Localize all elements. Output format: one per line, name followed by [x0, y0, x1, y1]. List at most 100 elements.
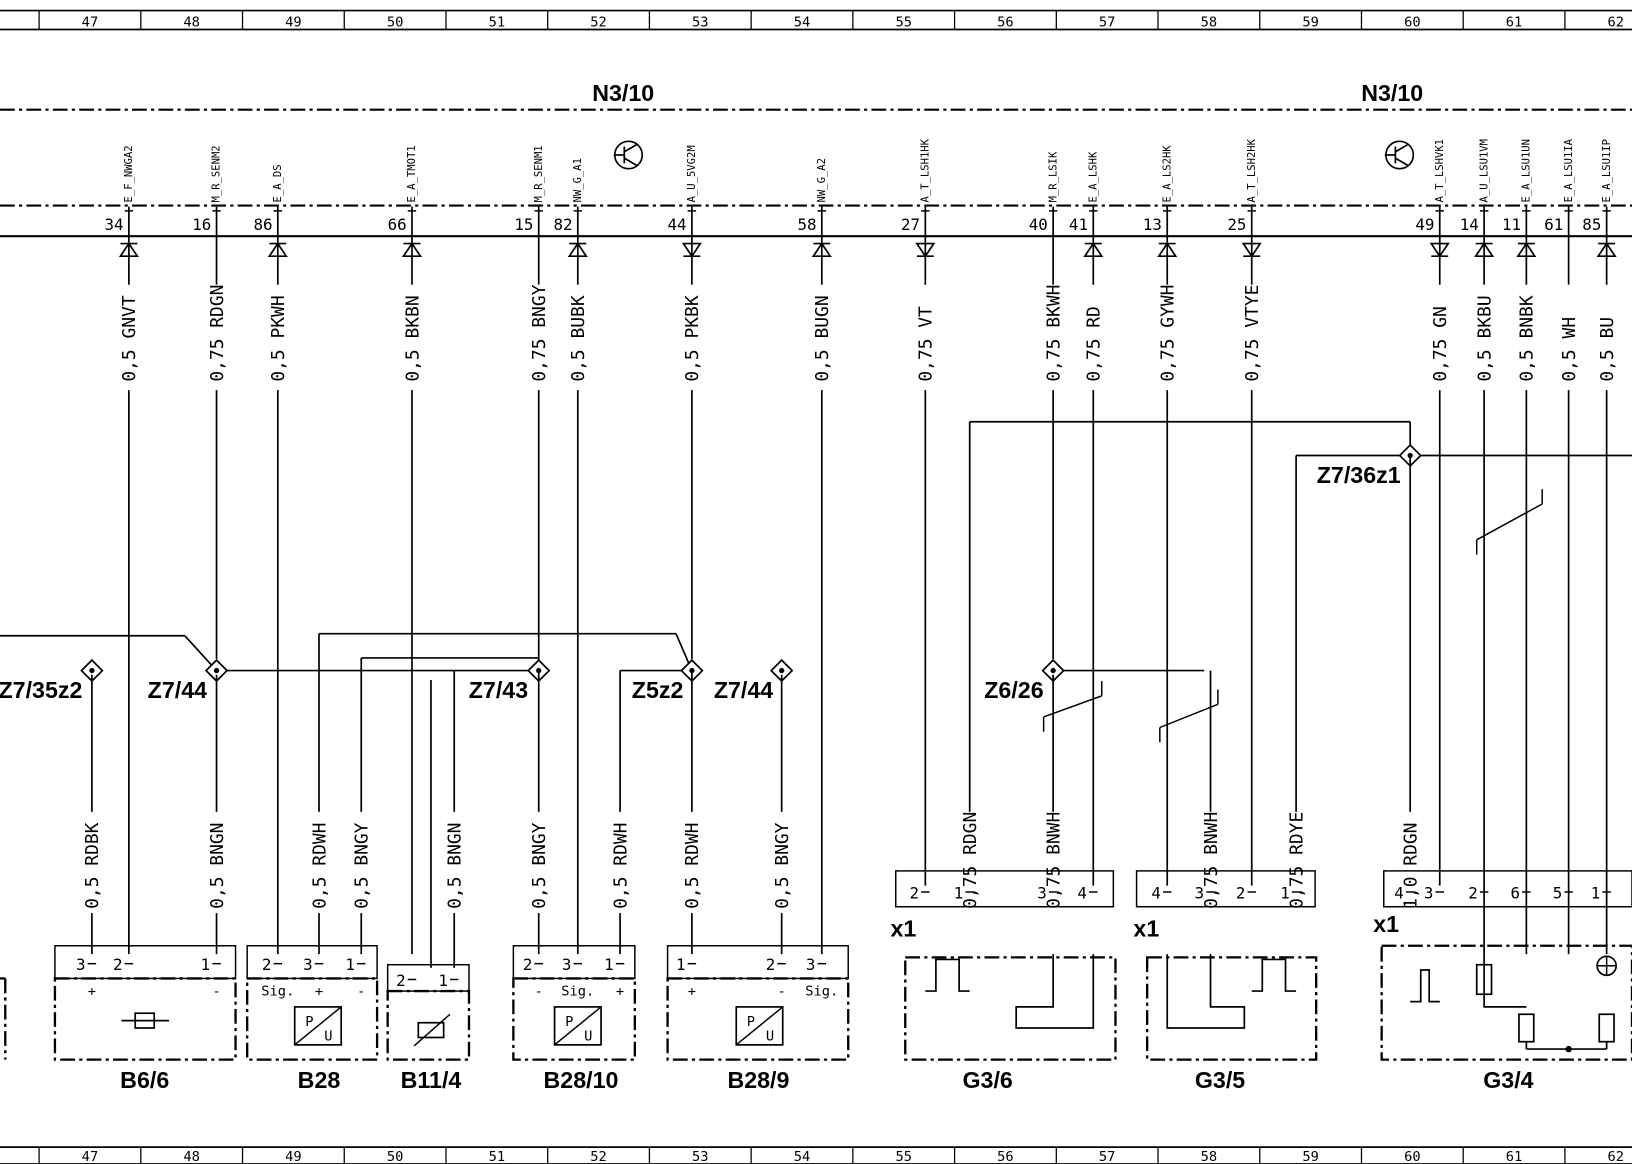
lower-wire-label-13: 1,0 RDGN	[1400, 823, 1421, 909]
probe-cell-icon	[1015, 954, 1095, 1029]
lower-wire-label-8: 0,5 BNGY	[772, 822, 793, 909]
temperature-sensor-icon	[413, 1013, 451, 1047]
shield-mark	[1043, 695, 1102, 718]
label-bg	[1083, 284, 1103, 391]
wire-label-49: 0,75 GN	[1430, 306, 1451, 382]
label-bg	[1559, 284, 1579, 391]
lower-wire-label-7: 0,5 RDWH	[682, 823, 703, 909]
pin-number-85: 85	[1582, 215, 1601, 234]
pressure-sensor-icon	[294, 1006, 342, 1046]
label-bg	[1157, 284, 1177, 391]
transistor-icon	[623, 157, 638, 167]
heater-element-icon	[1410, 969, 1440, 1003]
label-bg	[1400, 811, 1420, 914]
column-number-52: 52	[590, 14, 607, 30]
pin-signal-13: E_A_LS2HK	[1161, 145, 1173, 203]
label-bg	[529, 811, 549, 914]
pin-signal-41: E_A_LSHK	[1087, 151, 1099, 202]
column-number-61: 61	[1506, 1149, 1523, 1164]
label-bg	[682, 284, 702, 391]
resistor-icon	[1598, 1013, 1615, 1043]
junction-dot	[1565, 1045, 1572, 1053]
component-pin-G3/5-4: 4	[1151, 883, 1161, 902]
column-number-47: 47	[82, 14, 99, 30]
pin-signal-14: A_U_LSU1VM	[1478, 139, 1490, 202]
temperature-sensor-icon	[417, 1021, 445, 1039]
column-number-50: 50	[387, 1149, 404, 1164]
splice-label-z5z2: Z5z2	[632, 677, 684, 703]
column-number-48: 48	[183, 14, 200, 30]
pin-header	[54, 945, 237, 980]
column-number-59: 59	[1302, 14, 1319, 30]
column-number-62: 62	[1608, 1149, 1625, 1164]
column-number-58: 58	[1201, 14, 1218, 30]
lower-wire-label-10: 0,75 BNWH	[1043, 812, 1064, 909]
splice-label-z7-44: Z7/44	[714, 677, 773, 703]
label-bg	[1242, 284, 1262, 391]
label-bg	[915, 284, 935, 391]
pin-number-34: 34	[105, 215, 124, 234]
pin-signal-27: A_T_LSH1HK	[919, 138, 931, 202]
label-bg	[1201, 811, 1221, 914]
label-bg	[1474, 284, 1494, 391]
wire-label-34: 0,5 GNVT	[119, 295, 140, 382]
component-pin-B28/9-3: 3	[806, 955, 816, 974]
shield-mark	[1476, 503, 1543, 541]
lower-wire-label-6: 0,5 RDWH	[610, 823, 631, 909]
pin-header	[512, 945, 636, 980]
heater-element-icon	[1251, 958, 1297, 992]
column-number-62: 62	[1608, 14, 1625, 30]
column-number-60: 60	[1404, 14, 1421, 30]
splice-label-z7-36z1: Z7/36z1	[1317, 462, 1401, 488]
component-mark-B6/6: +	[88, 983, 96, 999]
component-pin-G3/6-2: 2	[909, 883, 919, 902]
column-number-55: 55	[895, 14, 912, 30]
pin-signal-40: M_R_LSIK	[1047, 151, 1059, 202]
heater-element-icon	[925, 958, 970, 992]
component-pin-G3/4-6: 6	[1510, 883, 1520, 902]
connector-label-x1: x1	[1373, 911, 1399, 937]
component-pin-B28/10-1: 1	[604, 955, 614, 974]
connector-g3-6	[895, 870, 1115, 908]
pressure-sensor-u: U	[766, 1029, 774, 1045]
lower-wire-label-0: 0,5 RDBK	[82, 822, 103, 909]
lower-wire-label-1: 0,5 BNGN	[207, 823, 228, 909]
shield-mark	[1159, 703, 1219, 729]
pin-signal-44: A_U_5VG2M	[686, 145, 698, 202]
pin-signal-82: NW_G_A1	[572, 158, 584, 202]
label-bg	[207, 811, 227, 914]
component-mark-B28/10: -	[535, 983, 543, 999]
component-pin-G3/4-5: 5	[1553, 883, 1563, 902]
component-pin-G3/6-3: 3	[1037, 883, 1047, 902]
label-bg	[351, 811, 371, 914]
component-pin-G3/4-4: 4	[1394, 883, 1404, 902]
component-mark-B28/10: +	[616, 983, 624, 999]
column-number-59: 59	[1302, 1149, 1319, 1164]
label-bg	[207, 284, 227, 391]
pin-number-40: 40	[1029, 215, 1048, 234]
pin-number-49: 49	[1415, 215, 1434, 234]
component-pin-B11/4-2: 2	[396, 971, 406, 990]
pin-number-13: 13	[1143, 215, 1162, 234]
component-mark-B28: Sig.	[261, 983, 294, 999]
component-B11/4	[386, 989, 471, 1061]
pin-number-86: 86	[253, 215, 272, 234]
pin-number-44: 44	[668, 215, 687, 234]
wire-label-16: 0,75 RDGN	[207, 285, 228, 382]
label-bg	[1043, 284, 1063, 391]
wire-label-58: 0,5 BUGN	[812, 295, 833, 381]
transistor-icon	[623, 143, 638, 153]
pin-number-82: 82	[553, 215, 572, 234]
column-number-53: 53	[692, 1149, 709, 1164]
lower-wire-label-4: 0,5 BNGN	[445, 823, 466, 909]
pin-number-11: 11	[1502, 215, 1521, 234]
speed-sensor-icon	[134, 1012, 156, 1029]
component-label-B6/6: B6/6	[120, 1067, 169, 1093]
transistor-icon	[1394, 157, 1409, 167]
column-number-49: 49	[285, 1149, 302, 1164]
component-label-B11/4: B11/4	[401, 1067, 462, 1093]
splice-label-z7-35z2: Z7/35z2	[0, 677, 82, 703]
wire-label-82: 0,5 BUBK	[568, 295, 589, 382]
pin-signal-66: E_A_TMOT1	[406, 145, 418, 202]
column-number-54: 54	[794, 1149, 811, 1164]
